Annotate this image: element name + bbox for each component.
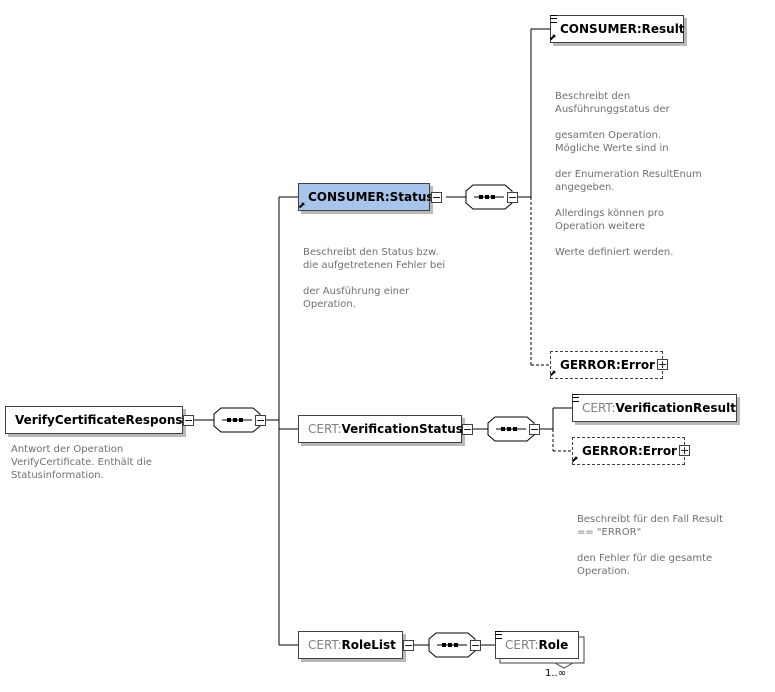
role-name: Role	[538, 638, 569, 652]
result-prefix: CONSUMER:	[560, 22, 642, 36]
verification-result-name: VerificationResult	[615, 401, 736, 415]
sequence-compositor-status[interactable]	[465, 184, 513, 210]
verification-status-prefix: CERT:	[308, 422, 342, 436]
role-element-node[interactable]: CERT:Role	[495, 631, 579, 659]
status-collapse-icon[interactable]: −	[431, 191, 442, 204]
verification-compositor-collapse-icon[interactable]: −	[529, 423, 540, 436]
status-error-expand-icon[interactable]: +	[657, 358, 668, 371]
root-collapse-icon[interactable]: −	[183, 414, 194, 427]
verification-status-collapse-icon[interactable]: −	[462, 423, 473, 436]
status-documentation: Beschreibt den Status bzw. die aufgetret…	[303, 247, 446, 310]
verification-error-element-node[interactable]: GERROR:Error	[572, 437, 685, 465]
sequence-compositor-rolelist[interactable]	[428, 632, 476, 658]
result-document-icon	[550, 15, 557, 23]
status-error-name: Error	[620, 358, 655, 372]
result-reference-icon: ⬈	[549, 33, 557, 43]
role-document-icon	[495, 631, 502, 639]
role-prefix: CERT:	[505, 638, 539, 652]
verification-error-documentation: Beschreibt für den Fall Result == "ERROR…	[577, 514, 724, 577]
root-element-name: VerifyCertificateResponse	[15, 413, 191, 427]
rolelist-compositor-collapse-icon[interactable]: −	[470, 639, 481, 652]
verification-error-name: Error	[642, 444, 677, 458]
sequence-compositor-root[interactable]	[213, 407, 261, 433]
status-prefix: CONSUMER:	[308, 190, 390, 204]
verification-error-expand-icon[interactable]: +	[679, 444, 690, 457]
status-error-prefix: GERROR:	[560, 358, 621, 372]
role-list-element-node[interactable]: CERT:RoleList	[298, 631, 403, 659]
root-documentation: Antwort der Operation VerifyCertificate.…	[11, 444, 152, 481]
root-compositor-collapse-icon[interactable]: −	[255, 414, 266, 427]
status-compositor-collapse-icon[interactable]: −	[507, 191, 518, 204]
result-documentation: Beschreibt den Ausführunggstatus der ges…	[555, 91, 702, 258]
role-list-prefix: CERT:	[308, 638, 342, 652]
root-element-node[interactable]: VerifyCertificateResponse	[5, 406, 191, 434]
verification-result-document-icon	[572, 394, 579, 402]
role-list-name: RoleList	[341, 638, 396, 652]
verification-result-element-node[interactable]: CERT:VerificationResult	[572, 394, 737, 422]
result-name: Result	[641, 22, 685, 36]
sequence-compositor-verification[interactable]	[487, 416, 535, 442]
status-error-reference-icon: ⬈	[549, 369, 557, 379]
verification-error-prefix: GERROR:	[582, 444, 643, 458]
verification-status-name: VerificationStatus	[341, 422, 463, 436]
role-cardinality: 1..∞	[545, 668, 567, 679]
status-element-node[interactable]: CONSUMER:Status	[298, 183, 434, 211]
role-list-collapse-icon[interactable]: −	[403, 639, 414, 652]
status-reference-icon: ⬈	[298, 201, 306, 211]
verification-status-element-node[interactable]: CERT:VerificationStatus	[298, 415, 463, 443]
status-name: Status	[389, 190, 434, 204]
verification-error-reference-icon: ⬈	[571, 455, 579, 465]
verification-result-prefix: CERT:	[582, 401, 616, 415]
status-error-element-node[interactable]: GERROR:Error	[550, 351, 663, 379]
result-element-node[interactable]: CONSUMER:Result	[550, 15, 685, 43]
